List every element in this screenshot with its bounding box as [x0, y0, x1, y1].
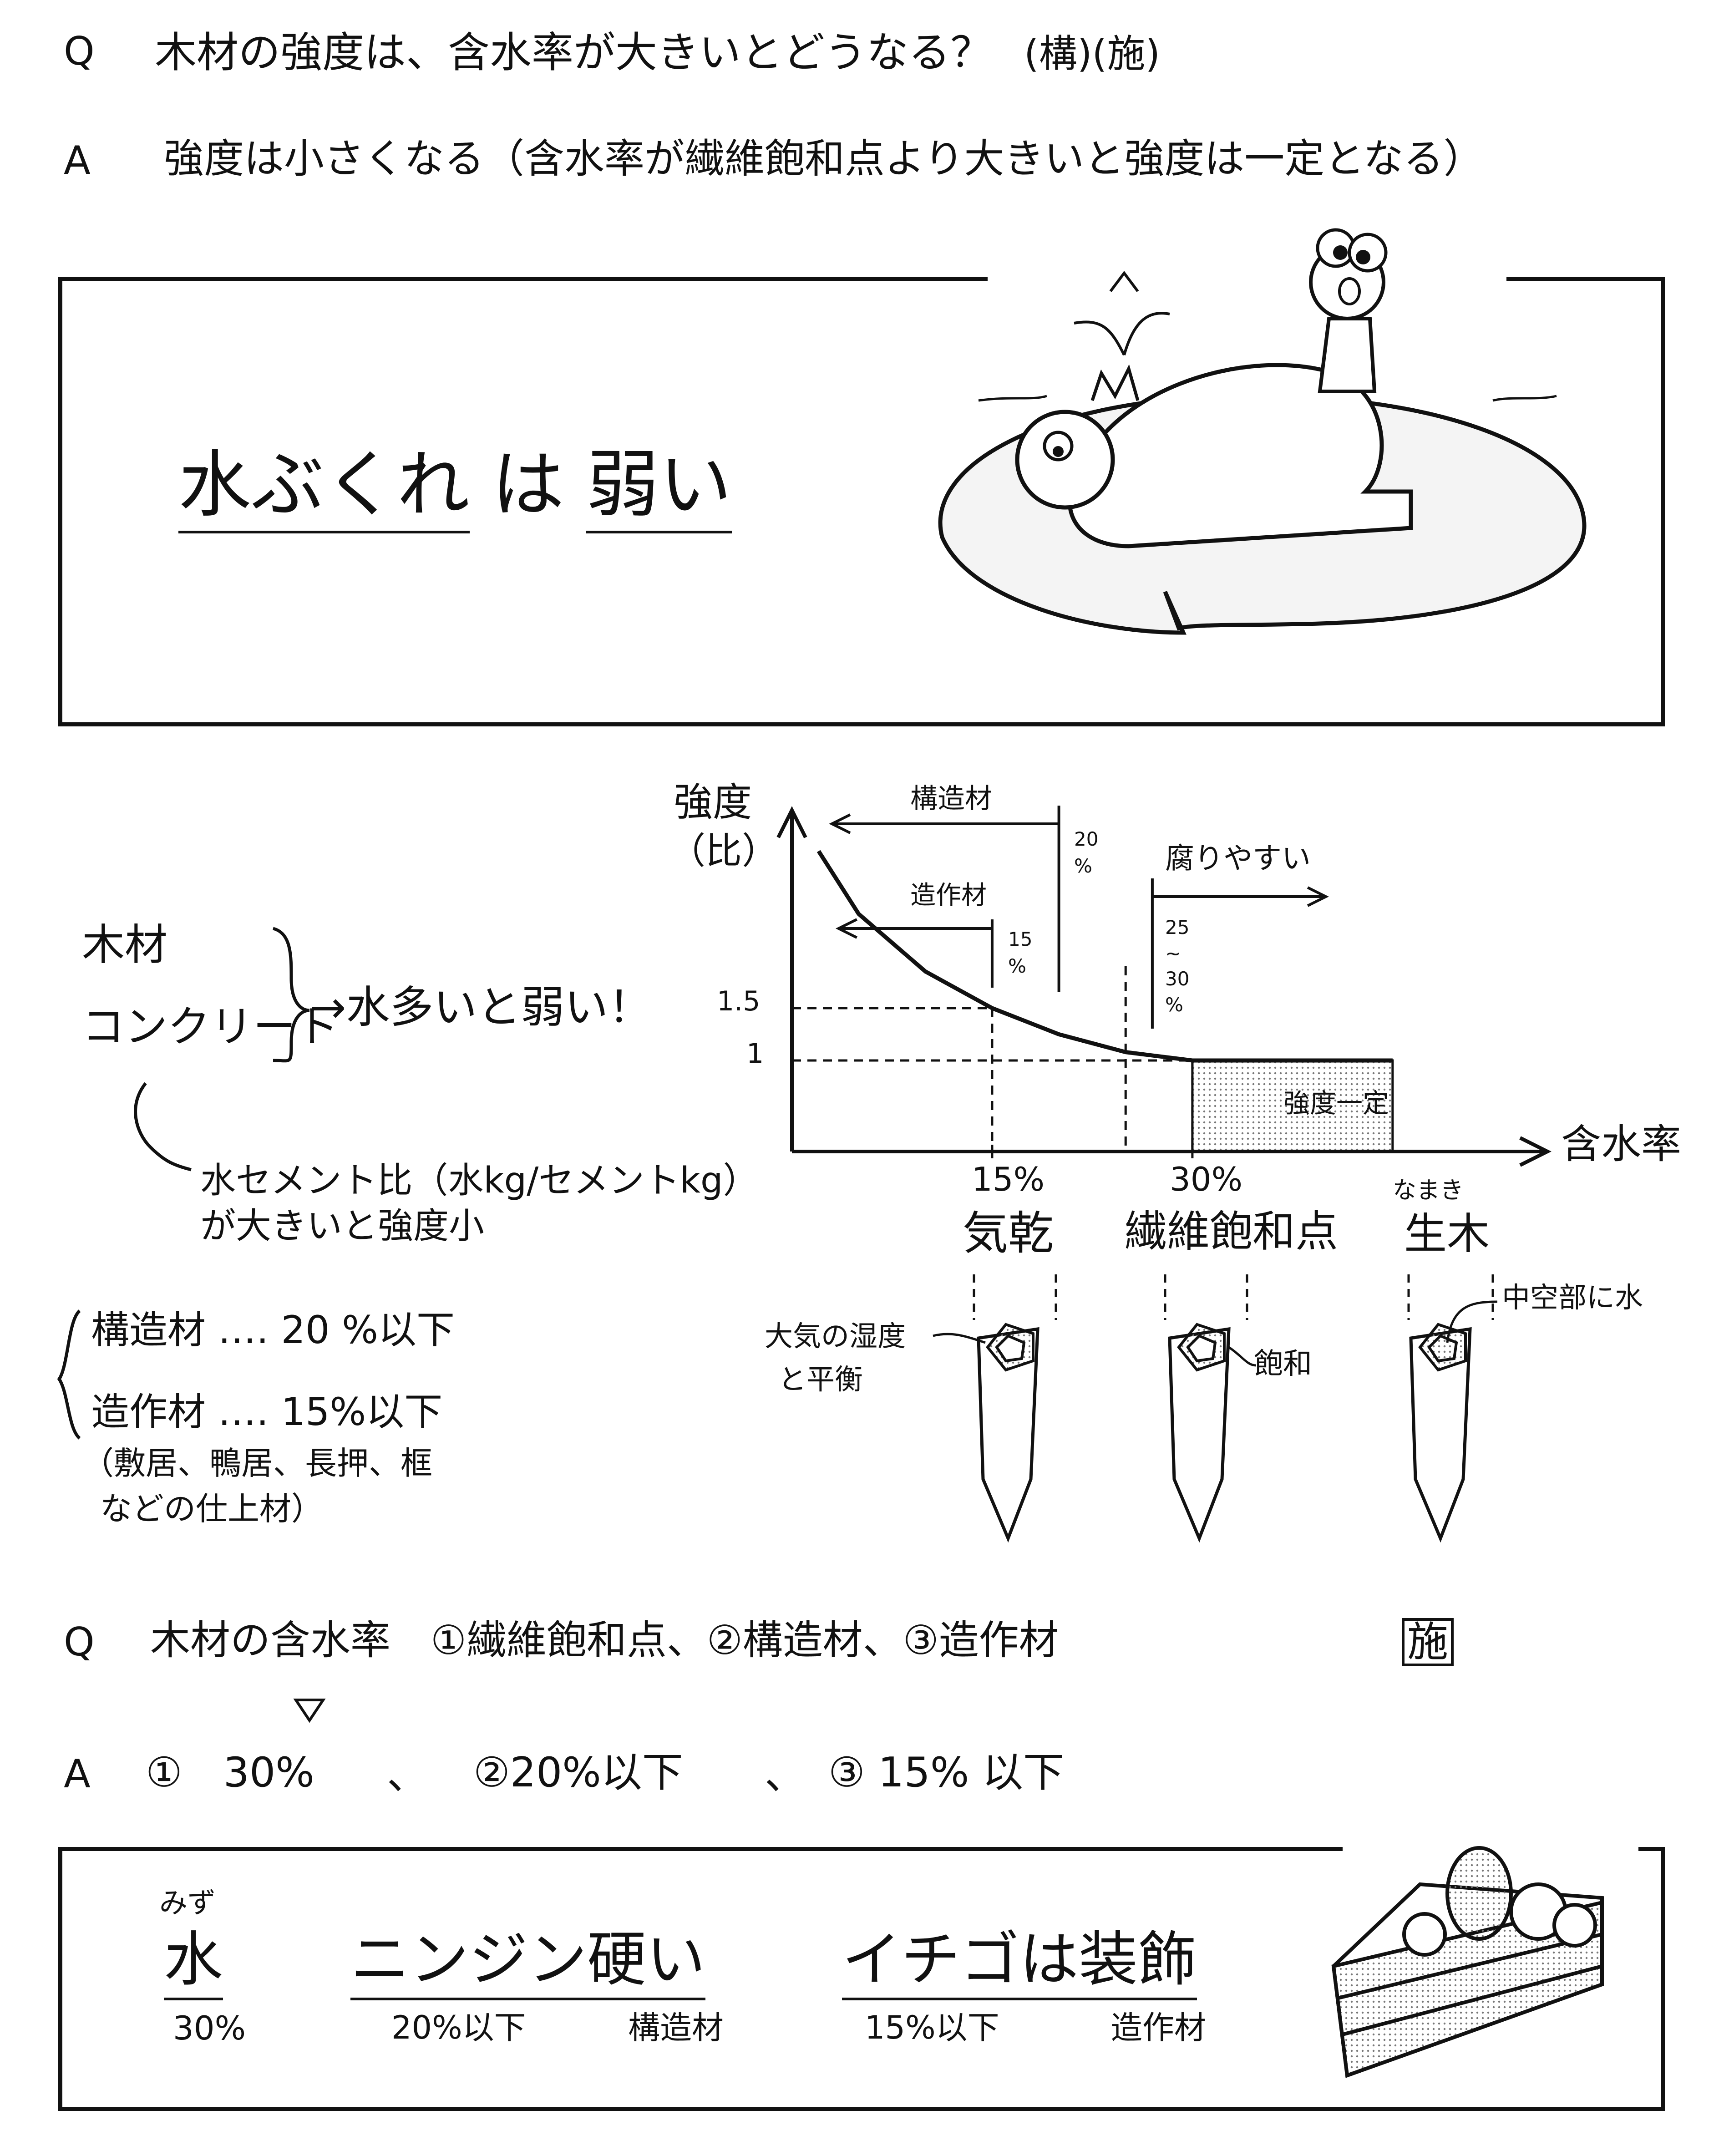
note-wood: 木材: [82, 920, 168, 970]
x-tick-15: 15%: [972, 1160, 1045, 1198]
mnemonic-carrot-text: ニンジン硬い: [350, 1925, 706, 2000]
answer-1: 強度は小さくなる（含水率が繊維飽和点より大きいと強度は一定となる）: [164, 135, 1484, 182]
state-green-ruby: なまき: [1393, 1177, 1464, 1204]
state-fiber-saturation: 繊維飽和点: [1124, 1207, 1339, 1257]
annotation-finishing-label: 造作材: [910, 881, 987, 910]
note-wc-ratio-1: 水セメント比（水kg/セメントkg）: [200, 1160, 759, 1201]
mnemonic-carrot-sub: 20%以下: [391, 2009, 526, 2046]
question-2: 木材の含水率 ①繊維飽和点、②構造材、③造作材: [150, 1617, 1059, 1664]
mnemonic-strawberry-sub: 15%以下: [865, 2009, 999, 2046]
y-tick-1-5: 1.5: [717, 985, 761, 1017]
annotation-finishing-value: 15 %: [1008, 928, 1033, 977]
mnemonic-strawberry-sub2: 造作材: [1110, 2009, 1206, 2046]
annotation-structural-value: 20 %: [1074, 828, 1099, 877]
chart-xlabel: 含水率: [1561, 1121, 1682, 1167]
note-finishing-examples-2: などの仕上材）: [100, 1490, 323, 1527]
note-concrete: コンクリート: [82, 1002, 339, 1052]
q-mark: Q: [64, 29, 95, 74]
mnemonic-box-1: [58, 277, 1665, 726]
mnemonic-water-sub: 30%: [173, 2009, 246, 2047]
question-1-tags: (構)(施): [1024, 31, 1161, 76]
headline-particle: は: [492, 442, 565, 527]
finishing-arrow-head: [835, 918, 858, 939]
y-axis-arrow: [776, 806, 807, 838]
headline-water-swelling: 水ぶくれ: [178, 442, 470, 533]
mnemonic-carrot: ニンジン硬い: [350, 1925, 706, 2000]
note-finishing: 造作材 ‥‥ 15%以下: [91, 1390, 443, 1434]
answer-2-sep-2: 、: [765, 1751, 806, 1799]
decay-arrow-head: [1307, 886, 1329, 907]
state-green-wood: 生木: [1404, 1209, 1490, 1259]
annotation-decay-value: 25 ~ 30 %: [1165, 916, 1190, 1016]
mnemonic-carrot-sub2: 構造材: [628, 2009, 724, 2046]
x-tick-30: 30%: [1170, 1160, 1243, 1198]
answer-2-3: ③ 15% 以下: [828, 1749, 1064, 1796]
x-axis-arrow: [1519, 1136, 1552, 1167]
answer-2-sep-1: 、: [387, 1751, 428, 1799]
flat-region-label: 強度一定: [1283, 1088, 1389, 1119]
wood-label-hollow-water: 中空部に水: [1502, 1281, 1643, 1314]
question-1: 木材の強度は、含水率が大きいとどうなる？: [155, 28, 993, 77]
question-2-tag: 施: [1402, 1618, 1454, 1666]
wood-label-equilibrium-2: と平衡: [778, 1363, 863, 1396]
constant-strength-region: [1191, 1059, 1394, 1153]
answer-2-1: ① 30%: [146, 1749, 314, 1796]
note-finishing-examples-1: （敷居、鴨居、長押、框: [82, 1445, 432, 1482]
strength-curve: [816, 850, 1393, 1063]
mnemonic-strawberry-text: イチゴは装飾: [842, 1925, 1197, 2000]
mnemonic-water-text: 水: [164, 1925, 223, 2000]
note-structural: 構造材 ‥‥ 20 %以下: [91, 1308, 455, 1352]
note-arrow-text: →水多いと弱い！: [309, 982, 652, 1033]
answer-2-2: ②20%以下: [473, 1749, 683, 1796]
q2-mark: Q: [64, 1619, 95, 1665]
a2-mark: A: [64, 1751, 91, 1797]
mnemonic-headline: 水ぶくれは弱い: [178, 442, 732, 533]
mnemonic-strawberry: イチゴは装飾: [842, 1925, 1197, 2000]
chart-ylabel: 強度: [674, 780, 752, 825]
chart-ylabel-sub: （比）: [669, 830, 778, 872]
mnemonic-box-2: [58, 1847, 1665, 2111]
wood-label-equilibrium-1: 大気の湿度: [765, 1319, 906, 1353]
state-air-dry: 気乾: [963, 1207, 1054, 1260]
a-mark: A: [64, 138, 91, 183]
headline-weak: 弱い: [586, 442, 732, 533]
annotation-structural-label: 構造材: [910, 783, 992, 815]
structural-arrow-head: [829, 813, 851, 834]
mnemonic-ruby: みず: [159, 1886, 216, 1919]
note-wc-ratio-2: が大きいと強度小: [200, 1206, 485, 1247]
y-tick-1: 1: [746, 1038, 764, 1070]
wood-label-saturated: 飽和: [1254, 1347, 1312, 1381]
annotation-decay-label: 腐りやすい: [1165, 842, 1311, 876]
mnemonic-water: 水: [164, 1925, 223, 2000]
